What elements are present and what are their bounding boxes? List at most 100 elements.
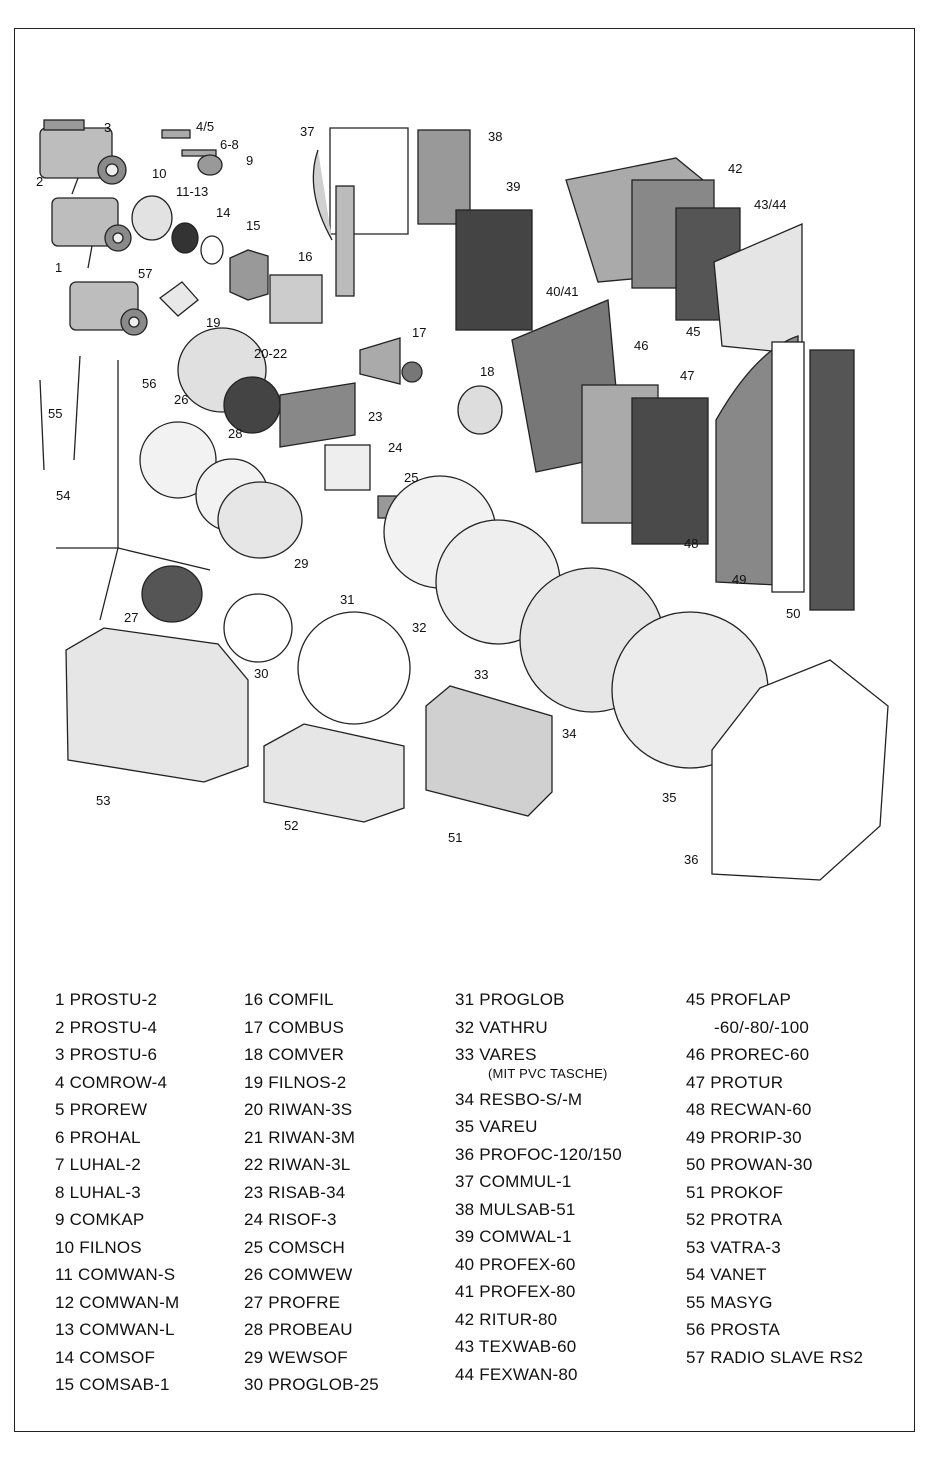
globe-31-illustration: [297, 611, 411, 725]
reflector-10-illustration: [131, 195, 173, 241]
legend-item: 41 PROFEX-80: [455, 1282, 576, 1301]
flash-head-1-illustration: [69, 281, 148, 336]
callout-57: 57: [138, 266, 152, 281]
legend-item: 35 VAREU: [455, 1117, 538, 1136]
legend-item: 57 RADIO SLAVE RS2: [686, 1347, 864, 1367]
callout-25: 25: [404, 470, 418, 485]
cap-9-illustration: [197, 154, 223, 176]
flag-38-illustration: [417, 129, 471, 225]
stand-56-illustration: [56, 360, 211, 621]
legend-item: 40 PROFEX-60: [455, 1254, 576, 1274]
legend-item: 32 VATHRU: [455, 1017, 548, 1037]
legend-item: 9 COMKAP: [55, 1210, 145, 1229]
callout-55: 55: [48, 406, 62, 421]
radio-slave-57-illustration: [159, 281, 199, 317]
callout-46: 46: [634, 338, 648, 353]
page-border: [14, 28, 915, 1432]
flash-head-3-illustration: [39, 119, 127, 195]
legend-item: 30 PROGLOB-25: [244, 1375, 379, 1394]
legend-item: 14 COMSOF: [55, 1347, 156, 1367]
legend-item: 47 PROTUR: [686, 1072, 784, 1092]
callout-36: 36: [684, 852, 698, 867]
callout-23: 23: [368, 409, 382, 424]
callout-50: 50: [786, 606, 800, 621]
callout-49: 49: [732, 572, 746, 587]
callout-56: 56: [142, 376, 156, 391]
legend-item: 20 RIWAN-3S: [244, 1100, 353, 1119]
panel-37-illustration: [335, 185, 355, 297]
legend-item: 10 FILNOS: [55, 1237, 142, 1257]
legend-item: 36 PROFOC-120/150: [455, 1144, 622, 1164]
callout-26: 26: [174, 392, 188, 407]
legend-item: 11 COMWAN-S: [55, 1265, 176, 1284]
legend-item: 42 RITUR-80: [455, 1309, 558, 1329]
callout-labels: 1 2 3 4/5 6-8 9 10 11-13 14 15 16 17 18 …: [36, 119, 800, 867]
legend-item: 25 COMSCH: [244, 1237, 345, 1257]
callout-16: 16: [298, 249, 312, 264]
strip-frame-49-illustration: [771, 341, 805, 593]
callout-54: 54: [56, 488, 70, 503]
case-51-illustration: [425, 685, 553, 817]
bag-52-illustration: [263, 723, 405, 823]
callout-53: 53: [96, 793, 110, 808]
filter-set-16-illustration: [269, 274, 323, 324]
legend-item: 16 COMFIL: [244, 990, 334, 1009]
reflector-26-illustration: [139, 421, 217, 499]
callout-18: 18: [480, 364, 494, 379]
grid-20-22-illustration: [223, 376, 281, 434]
legend-item: 15 COMSAB-1: [55, 1375, 170, 1394]
callout-6-8: 6-8: [220, 137, 239, 152]
legend-item: 51 PROKOF: [686, 1182, 784, 1202]
legend-item: 53 VATRA-3: [686, 1237, 781, 1257]
barndoor-23-illustration: [279, 382, 356, 448]
callout-4-5: 4/5: [196, 119, 214, 134]
legend-item: 44 FEXWAN-80: [455, 1364, 578, 1384]
legend-item: 18 COMVER: [244, 1045, 345, 1064]
callout-33: 33: [474, 667, 488, 682]
callout-3: 3: [104, 120, 111, 135]
callout-20-22: 20-22: [254, 346, 287, 361]
legend-item: 28 PROBEAU: [244, 1320, 353, 1339]
callout-9: 9: [246, 153, 253, 168]
callout-2: 2: [36, 174, 43, 189]
callout-24: 24: [388, 440, 402, 455]
snoot-17-illustration: [359, 337, 401, 385]
legend-item: 21 RIWAN-3M: [244, 1127, 356, 1147]
legend-note: (MIT PVC TASCHE): [488, 1065, 608, 1081]
grid-50-illustration: [809, 349, 855, 611]
fresnel-27-illustration: [141, 565, 203, 623]
ring-30-illustration: [223, 593, 293, 663]
diffuser-14-illustration: [200, 235, 224, 265]
legend-item: 48 RECWAN-60: [686, 1100, 812, 1119]
callout-29: 29: [294, 556, 308, 571]
callout-42: 42: [728, 161, 742, 176]
legend-item: 8 LUHAL-3: [55, 1182, 141, 1202]
grid-39-illustration: [455, 209, 533, 331]
callout-32: 32: [412, 620, 426, 635]
callout-47: 47: [680, 368, 694, 383]
legend-item: 31 PROGLOB: [455, 990, 565, 1009]
legend-item: 56 PROSTA: [686, 1320, 781, 1339]
legend-item: 34 RESBO-S/-M: [455, 1089, 583, 1109]
legend-item: 37 COMMUL-1: [455, 1172, 572, 1191]
callout-34: 34: [562, 726, 576, 741]
legend-item: 45 PROFLAP: [686, 990, 791, 1009]
callout-15: 15: [246, 218, 260, 233]
legend-item: 19 FILNOS-2: [244, 1072, 347, 1092]
callout-40-41: 40/41: [546, 284, 579, 299]
callout-10: 10: [152, 166, 166, 181]
legend-item: 6 PROHAL: [55, 1127, 141, 1147]
legend-item: 7 LUHAL-2: [55, 1155, 141, 1174]
legend-item: 4 COMROW-4: [55, 1072, 168, 1092]
callout-19: 19: [206, 315, 220, 330]
flash-head-2-illustration: [51, 197, 132, 269]
legend-item: 52 PROTRA: [686, 1210, 783, 1229]
cable-55-illustration: [39, 379, 45, 471]
legend-item: 24 RISOF-3: [244, 1210, 337, 1229]
callout-51: 51: [448, 830, 462, 845]
legend-item: 22 RIWAN-3L: [244, 1155, 351, 1174]
callout-48: 48: [684, 536, 698, 551]
callout-1: 1: [55, 260, 62, 275]
